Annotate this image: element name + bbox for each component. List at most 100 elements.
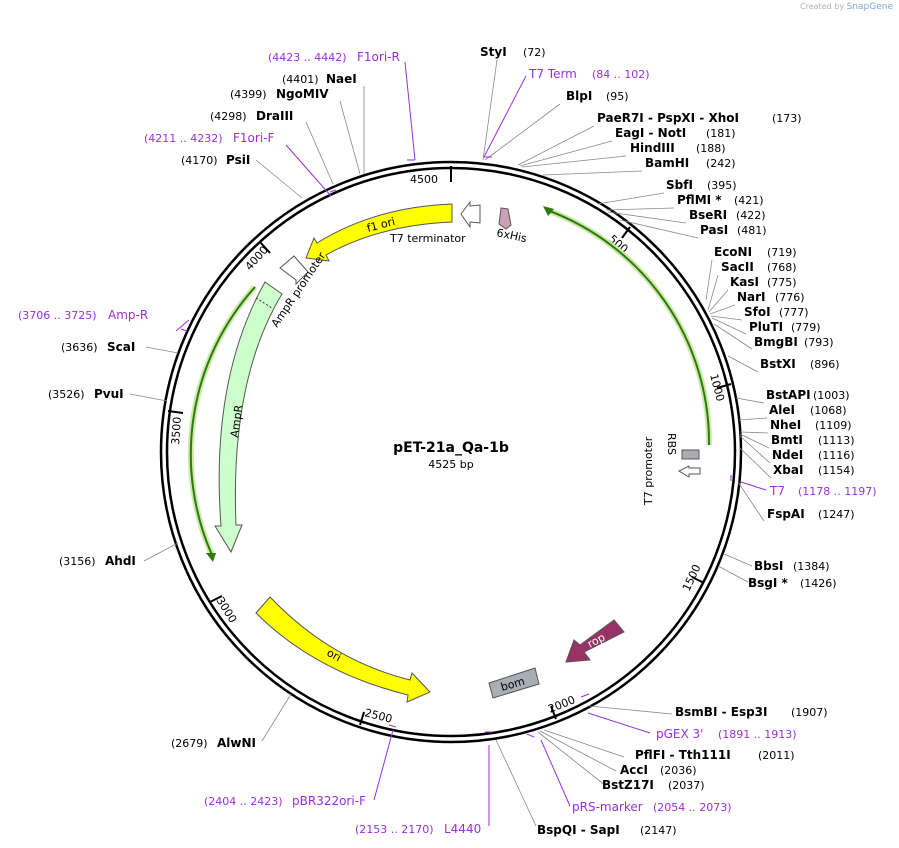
site-bmti[interactable]: BmtI bbox=[771, 433, 803, 447]
site-ndei[interactable]: NdeI bbox=[772, 448, 803, 462]
ampr-promoter-overlap bbox=[255, 297, 273, 309]
primer-leader-lines bbox=[175, 61, 767, 826]
site-bbsi[interactable]: BbsI bbox=[754, 559, 783, 573]
snapgene-credit: Created by SnapGene bbox=[800, 2, 893, 12]
feature-label-ori: ori bbox=[325, 646, 344, 664]
site-tth111i-group[interactable]: PflFI - Tth111I bbox=[635, 748, 731, 762]
site-alwni-pos: (2679) bbox=[171, 737, 208, 750]
site-bseri[interactable]: BseRI bbox=[689, 208, 727, 222]
site-ahdi[interactable]: AhdI bbox=[105, 554, 136, 568]
primer-amp-r[interactable]: Amp-R bbox=[108, 308, 148, 322]
site-xhoi-group[interactable]: PaeR7I - PspXI - XhoI bbox=[597, 111, 739, 125]
feature-label-t7-terminator: T7 terminator bbox=[389, 232, 466, 245]
site-bmgbi[interactable]: BmgBI bbox=[754, 335, 798, 349]
primer-pgex3-pos: (1891 .. 1913) bbox=[718, 728, 797, 741]
site-sbfi[interactable]: SbfI bbox=[666, 178, 693, 192]
site-xhoi-group-pos: (173) bbox=[772, 112, 802, 125]
feature-t7-promoter[interactable] bbox=[677, 465, 701, 478]
site-esp3i-group[interactable]: BsmBI - Esp3I bbox=[675, 705, 767, 719]
site-psii[interactable]: PsiI bbox=[226, 153, 250, 167]
site-kasi[interactable]: KasI bbox=[730, 275, 759, 289]
site-nhei-pos: (1109) bbox=[815, 419, 852, 432]
site-ndei-pos: (1116) bbox=[818, 449, 855, 462]
site-econi-pos: (719) bbox=[767, 246, 797, 259]
primer-f1ori-r[interactable]: F1ori-R bbox=[357, 50, 400, 64]
site-nari[interactable]: NarI bbox=[737, 290, 766, 304]
backbone-outer-strand bbox=[159, 160, 743, 744]
feature-t7-terminator[interactable] bbox=[460, 200, 481, 229]
primer-prs-marker[interactable]: pRS-marker bbox=[572, 800, 643, 814]
site-bstz17i[interactable]: BstZ17I bbox=[602, 778, 654, 792]
site-bstxi[interactable]: BstXI bbox=[760, 357, 796, 371]
site-hindiii-pos: (188) bbox=[696, 142, 726, 155]
primer-pgex3[interactable]: pGEX 3' bbox=[656, 727, 703, 741]
site-pasi[interactable]: PasI bbox=[700, 223, 728, 237]
feature-ampr[interactable] bbox=[214, 281, 283, 554]
site-tth111i-group-pos: (2011) bbox=[758, 749, 795, 762]
feature-bom[interactable] bbox=[488, 667, 540, 699]
feature-6xhis[interactable] bbox=[498, 207, 512, 230]
site-draiii[interactable]: DraIII bbox=[256, 109, 293, 123]
primer-amp-r-pos: (3706 .. 3725) bbox=[18, 309, 97, 322]
feature-rbs[interactable] bbox=[681, 449, 700, 460]
site-fspai-pos: (1247) bbox=[818, 508, 855, 521]
primer-pbr322ori-f[interactable]: pBR322ori-F bbox=[292, 794, 366, 808]
site-xbai-pos: (1154) bbox=[818, 464, 855, 477]
feature-ampr-promoter[interactable] bbox=[279, 255, 309, 286]
site-xbai[interactable]: XbaI bbox=[773, 463, 803, 477]
site-bsgi-pos: (1426) bbox=[800, 577, 837, 590]
site-bstz17i-pos: (2037) bbox=[668, 779, 705, 792]
site-bamhi[interactable]: BamHI bbox=[645, 156, 689, 170]
site-sfoi[interactable]: SfoI bbox=[744, 305, 771, 319]
site-pluti[interactable]: PluTI bbox=[749, 320, 783, 334]
primer-t7[interactable]: T7 bbox=[769, 484, 785, 498]
feature-ori[interactable] bbox=[255, 596, 431, 703]
site-alei[interactable]: AleI bbox=[769, 403, 795, 417]
site-bsgi[interactable]: BsgI * bbox=[748, 576, 789, 590]
site-acci[interactable]: AccI bbox=[620, 763, 648, 777]
site-ngomiv[interactable]: NgoMIV bbox=[276, 87, 329, 101]
site-draiii-pos: (4298) bbox=[210, 110, 247, 123]
plasmid-size: 4525 bp bbox=[428, 458, 473, 471]
tick-4000 bbox=[259, 241, 271, 254]
site-econi[interactable]: EcoNI bbox=[714, 245, 752, 259]
site-sfoi-pos: (777) bbox=[779, 306, 809, 319]
site-psii-pos: (4170) bbox=[181, 154, 218, 167]
orf-arc-left-arrowhead bbox=[206, 553, 216, 562]
primer-l4440[interactable]: L4440 bbox=[444, 822, 481, 836]
site-sacii[interactable]: SacII bbox=[721, 260, 754, 274]
site-pvui[interactable]: PvuI bbox=[94, 387, 124, 401]
primer-f1ori-f-pos: (4211 .. 4232) bbox=[144, 132, 223, 145]
site-nhei[interactable]: NheI bbox=[770, 418, 801, 432]
snapgene-logo: SnapGene bbox=[846, 2, 893, 12]
feature-label-6xhis: 6xHis bbox=[495, 226, 528, 245]
primer-pbr322ori-f-pos: (2404 .. 2423) bbox=[204, 795, 283, 808]
site-scai[interactable]: ScaI bbox=[107, 340, 135, 354]
primer-f1ori-r-pos: (4423 .. 4442) bbox=[268, 51, 347, 64]
site-styi[interactable]: StyI bbox=[480, 45, 507, 59]
feature-f1-ori[interactable] bbox=[305, 203, 453, 262]
site-scai-pos: (3636) bbox=[61, 341, 98, 354]
site-alwni[interactable]: AlwNI bbox=[217, 736, 256, 750]
feature-rop[interactable] bbox=[565, 619, 625, 663]
site-bstapi-pos: (1003) bbox=[813, 389, 850, 402]
site-hindiii[interactable]: HindIII bbox=[630, 141, 675, 155]
site-sapi-group[interactable]: BspQI - SapI bbox=[537, 823, 620, 837]
feature-label-ampr: AmpR bbox=[228, 404, 245, 439]
site-naei[interactable]: NaeI bbox=[326, 72, 357, 86]
feature-label-t7-promoter: T7 promoter bbox=[642, 436, 655, 506]
site-bmti-pos: (1113) bbox=[818, 434, 855, 447]
site-pflmi[interactable]: PflMI * bbox=[677, 193, 722, 207]
site-ngomiv-pos: (4399) bbox=[230, 88, 267, 101]
site-bstapi[interactable]: BstAPI bbox=[766, 388, 811, 402]
primer-t7-term[interactable]: T7 Term bbox=[528, 67, 577, 81]
primer-f1ori-f[interactable]: F1ori-F bbox=[233, 131, 274, 145]
primer-prs-marker-pos: (2054 .. 2073) bbox=[653, 801, 732, 814]
site-noti-group[interactable]: EagI - NotI bbox=[615, 126, 686, 140]
site-blpi[interactable]: BlpI bbox=[566, 89, 592, 103]
site-alei-pos: (1068) bbox=[810, 404, 847, 417]
primer-t7-term-pos: (84 .. 102) bbox=[592, 68, 650, 81]
site-fspai[interactable]: FspAI bbox=[767, 507, 805, 521]
site-bamhi-pos: (242) bbox=[706, 157, 736, 170]
